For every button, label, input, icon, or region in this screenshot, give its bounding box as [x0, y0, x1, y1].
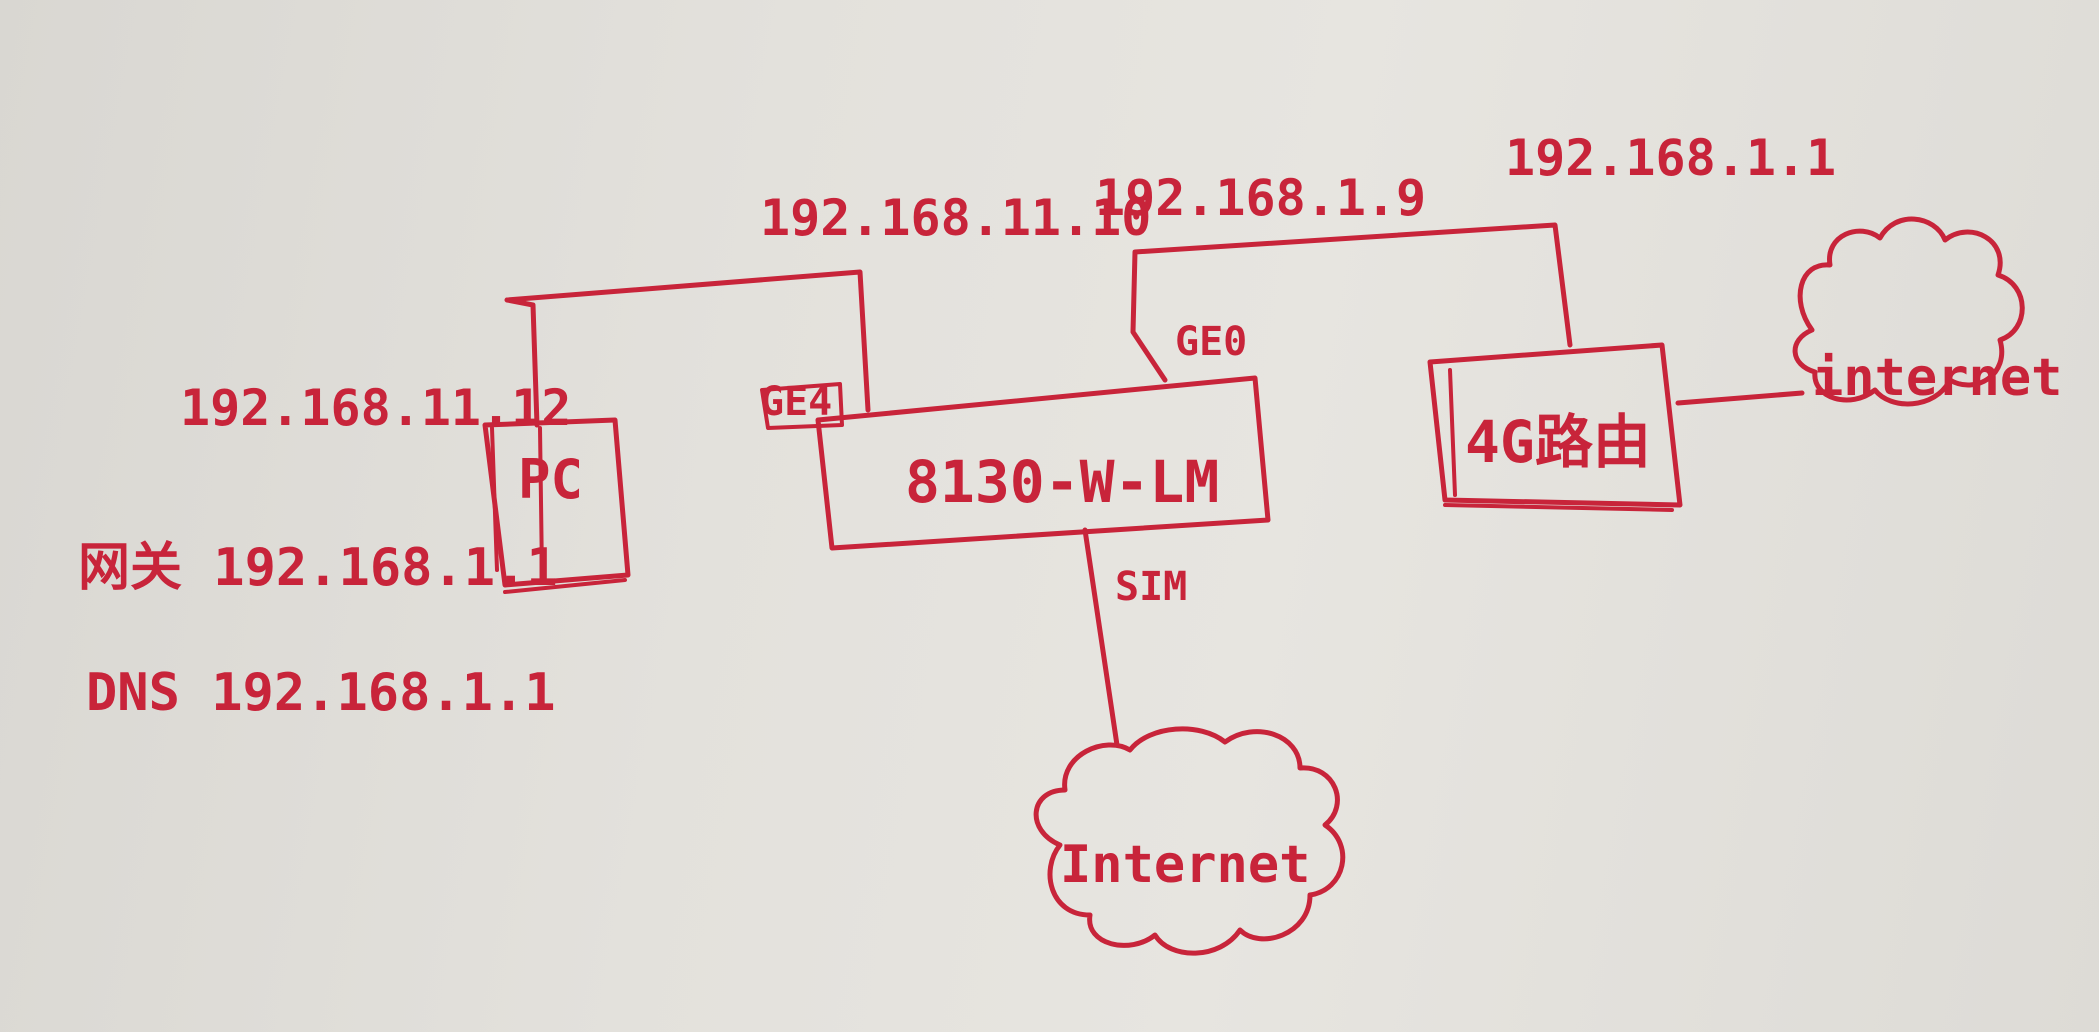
pc-dns-label: DNS 192.168.1.1: [86, 663, 556, 723]
cloud-right-outline: [1792, 216, 2025, 407]
router-4g-box: [1427, 342, 1683, 508]
ge0-ip-label: 192.168.1.9: [1095, 169, 1426, 227]
ge4-ip-label: 192.168.11.10: [760, 189, 1151, 247]
router-4g-box-inner: [1443, 368, 1674, 512]
ge0-port-label: GE0: [1175, 319, 1247, 365]
sim-to-internet-link: [1082, 527, 1120, 748]
pc-device: PC: [482, 417, 631, 594]
pc-label: PC: [518, 448, 583, 511]
internet-right-label: internet: [1812, 348, 2062, 408]
ge4-port-box: [760, 382, 844, 430]
pc-box: [482, 417, 631, 588]
4g-router-to-internet-link: [1675, 390, 1805, 406]
router-8130-device: 8130-W-LM: [815, 375, 1271, 551]
router-4g-label: 4G路由: [1465, 408, 1651, 476]
pc-to-ge4-link: [504, 269, 871, 428]
internet-right-cloud: internet: [1792, 216, 2062, 408]
internet-bottom-cloud: Internet: [1033, 726, 1346, 956]
router-8130-label: 8130-W-LM: [905, 448, 1219, 516]
ge0-to-4g-router-link: [1130, 222, 1573, 383]
pc-box-inner: [490, 426, 627, 594]
ge4-port-label: GE4: [760, 379, 832, 425]
cloud-bottom-outline: [1033, 726, 1346, 956]
pc-ip-label: 192.168.11.12: [180, 379, 571, 437]
pc-gateway-label: 网关 192.168.1.1: [78, 538, 558, 598]
router-8130-box: [815, 375, 1271, 551]
router-4g-device: 4G路由: [1427, 342, 1683, 512]
router-4g-ip-label: 192.168.1.1: [1505, 129, 1836, 187]
internet-bottom-label: Internet: [1060, 835, 1310, 895]
sim-label: SIM: [1115, 564, 1187, 610]
